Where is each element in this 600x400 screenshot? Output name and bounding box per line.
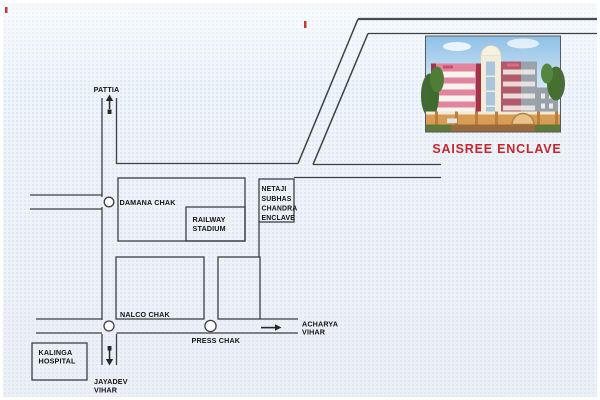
photo-gate-arch [511,112,535,126]
label-pattia: PATTIA [94,85,120,94]
enclave-photo [421,35,565,133]
label-acharya-line2: VIHAR [302,328,326,337]
netaji-enclave-box [258,178,295,223]
label-railway-line2: STADIUM [193,224,226,233]
label-acharya-line1: ACHARYA [302,320,338,329]
label-netaji-line1: NETAJI [262,186,287,193]
junction-damana-chak [103,196,115,208]
label-kalinga-line1: KALINGA [39,348,73,357]
label-jayadev-line1: JAYADEV [94,377,128,386]
road-diagonal-inner [312,33,369,165]
map-canvas: PATTIA DAMANA CHAK RAILWAY STADIUM NETAJ… [5,7,597,395]
railway-stadium-box [185,206,246,242]
block-press [217,256,261,320]
label-netaji-line4: ENCLAVE [262,215,296,222]
junction-press-chak [204,319,217,333]
direction-arrow-jayadev-down [105,346,114,366]
photo-ground [425,124,561,133]
label-kalinga-line2: HOSPITAL [39,357,76,366]
label-railway-line1: RAILWAY [193,215,226,224]
block-nalco [115,256,205,320]
label-nalco-chak: NALCO CHAK [120,310,170,319]
road-network [30,17,597,365]
direction-arrow-acharya-right [261,324,282,331]
label-press-chak: PRESS CHAK [192,336,241,345]
photo-fence-rail [425,111,561,115]
city-blocks [31,177,295,381]
label-netaji-line3: CHANDRA [262,206,298,213]
junction-nalco-chak [103,320,115,332]
photo-wall [425,114,561,125]
road-diagonal-outer [297,18,359,164]
direction-arrow-pattia-up [105,94,114,114]
road-pattia-east-line-and-top-road [115,98,298,165]
red-tick-top-left [5,7,8,13]
photo-cloud [443,42,471,51]
label-damana-chak: DAMANA CHAK [120,198,177,207]
photo-center-tower [480,45,502,124]
photo-border [425,35,561,133]
photo-cloud-2 [507,38,539,49]
kalinga-hospital-box [31,342,88,381]
label-jayadev-line2: VIHAR [94,386,118,395]
block-railway [117,177,246,242]
label-netaji-line2: SUBHAS [262,196,292,203]
map-title: SAISREE ENCLAVE [432,142,561,156]
photo-car [447,118,457,123]
red-tick-top-middle [304,21,307,28]
